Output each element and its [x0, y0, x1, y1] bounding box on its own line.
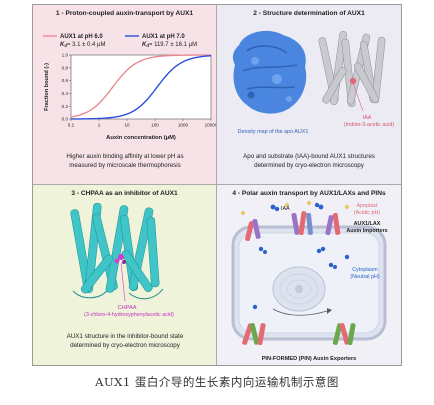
importer-transporter — [291, 211, 313, 236]
density-map-label: Density map of the apo AUX1 — [238, 129, 309, 135]
panel2-title: 2 - Structure determination of AUX1 — [253, 10, 365, 17]
x-tick-label: 10000 — [205, 123, 217, 128]
proton-icons — [241, 201, 349, 215]
y-tick-label: 0.2 — [62, 104, 69, 109]
iaa-pointer — [352, 82, 364, 112]
series-ph6-curve — [70, 54, 211, 118]
importers-label: AUX1/LAX — [354, 221, 381, 227]
loop-path — [72, 288, 164, 300]
chpaa-fullname: (3-chloro-4-hydroxyphenylacetic acid) — [84, 312, 174, 318]
x-tick-label: 1000 — [178, 123, 189, 128]
transport-schematic: IAA Apoplast (Acidic pH) AUX1/LAX Auxin … — [231, 201, 388, 362]
iaa-fullname: (Indole-3-acetic acid) — [344, 122, 395, 128]
panel1-caption-line: measured by microscale thermophoresis — [69, 161, 181, 169]
panel4-title: 4 - Polar auxin transport by AUX1/LAXs a… — [232, 190, 386, 197]
legend-ph7-label: AUX1 at pH 7.0 — [142, 34, 185, 40]
importers-sublabel: Auxin Importers — [346, 228, 387, 234]
cytoplasm-ph-label: (Neutral pH) — [350, 274, 380, 280]
pin-exporter — [242, 323, 266, 346]
x-tick-label: 10 — [124, 123, 130, 128]
legend-ph6-kd: Kd= 3.1 ± 0.4 µM — [60, 42, 106, 48]
importer-transporter-left — [245, 218, 261, 242]
series-ph7-curve — [70, 55, 212, 120]
binding-curve-chart: 0.0 0.2 0.4 0.6 0.8 1.0 0.1 1 10 100 1000 10000 Fr… — [43, 34, 217, 141]
figure-caption: AUX1 蛋白介导的生长素内向运输机制示意图 — [95, 375, 339, 389]
y-tick-label: 0.8 — [62, 65, 69, 70]
panel3-title: 3 - CHPAA as an inhibitor of AUX1 — [71, 190, 178, 197]
chpaa-pointer — [120, 262, 126, 302]
legend-ph7-kd: Kd= 119.7 ± 16.1 µM — [142, 42, 197, 48]
legend-ph6-label: AUX1 at pH 6.0 — [60, 34, 103, 40]
panel-inhibitor: 3 - CHPAA as an inhibitor of AUX1 CHPAA — [33, 185, 217, 365]
density-map — [232, 30, 307, 114]
panel1-caption: Higher auxin binding affinity at lower p… — [37, 153, 213, 171]
panel3-caption: AUX1 structure in the inhibitor-bound st… — [37, 333, 213, 351]
panel2-caption: Apo and substrate (IAA)-bound AUX1 struc… — [221, 153, 397, 171]
chpaa-ligand — [114, 254, 126, 264]
panel-structure-determination: 2 - Structure determination of AUX1 — [217, 5, 401, 185]
panel3-caption-line: determined by cryo-electron microscopy — [70, 341, 180, 349]
x-axis-label: Auxin concentration (µM) — [106, 135, 176, 141]
nucleus — [272, 266, 326, 312]
iaa-label: IAA — [363, 115, 372, 121]
inhibitor-structure: CHPAA (3-chloro-4-hydroxyphenylacetic ac… — [70, 202, 174, 318]
panel-binding-affinity: 1 - Proton-coupled auxin-transport by AU… — [33, 5, 217, 185]
iaa-molecules — [252, 202, 350, 310]
exporters-label: PIN-FORMED (PIN) Auxin Exporters — [262, 356, 357, 362]
y-axis-label: Fraction bound (-) — [44, 63, 50, 111]
flow-arrow — [272, 308, 328, 316]
chpaa-label: CHPAA — [118, 305, 137, 311]
panel2-caption-line: determined by cryo-electron microscopy — [254, 161, 364, 169]
x-tick-label: 1 — [98, 123, 101, 128]
iaa-label: IAA — [281, 206, 290, 212]
x-tick-label: 0.1 — [68, 123, 75, 128]
panel3-caption-line: AUX1 structure in the inhibitor-bound st… — [66, 333, 184, 340]
panel-polar-transport: 4 - Polar auxin transport by AUX1/LAXs a… — [217, 185, 401, 365]
y-tick-label: 0.4 — [62, 91, 69, 96]
apo-helix-bundle — [318, 31, 386, 108]
structure-illustration: IAA (Indole-3-acetic acid) Density map o… — [232, 30, 395, 135]
panel1-title: 1 - Proton-coupled auxin-transport by AU… — [55, 10, 194, 17]
apoplast-ph-label: (Acidic pH) — [354, 210, 381, 216]
panel2-caption-line: Apo and substrate (IAA)-bound AUX1 struc… — [243, 153, 375, 160]
x-tick-label: 100 — [151, 123, 159, 128]
panel1-caption-line: Higher auxin binding affinity at lower p… — [66, 153, 184, 160]
figure: 1 - Proton-coupled auxin-transport by AU… — [32, 4, 402, 366]
y-tick-label: 0.0 — [62, 117, 69, 122]
y-tick-label: 1.0 — [62, 53, 69, 58]
flow-arrow-head — [327, 308, 332, 314]
importer-transporter-2 — [325, 212, 341, 236]
cytoplasm-label: Cytoplasm — [352, 267, 378, 273]
inhibitor-bound-helices — [70, 202, 160, 294]
pin-exporter-2 — [332, 323, 356, 346]
y-tick-label: 0.6 — [62, 78, 69, 83]
apoplast-label: Apoplast — [357, 203, 378, 209]
iaa-ligand — [349, 77, 357, 85]
